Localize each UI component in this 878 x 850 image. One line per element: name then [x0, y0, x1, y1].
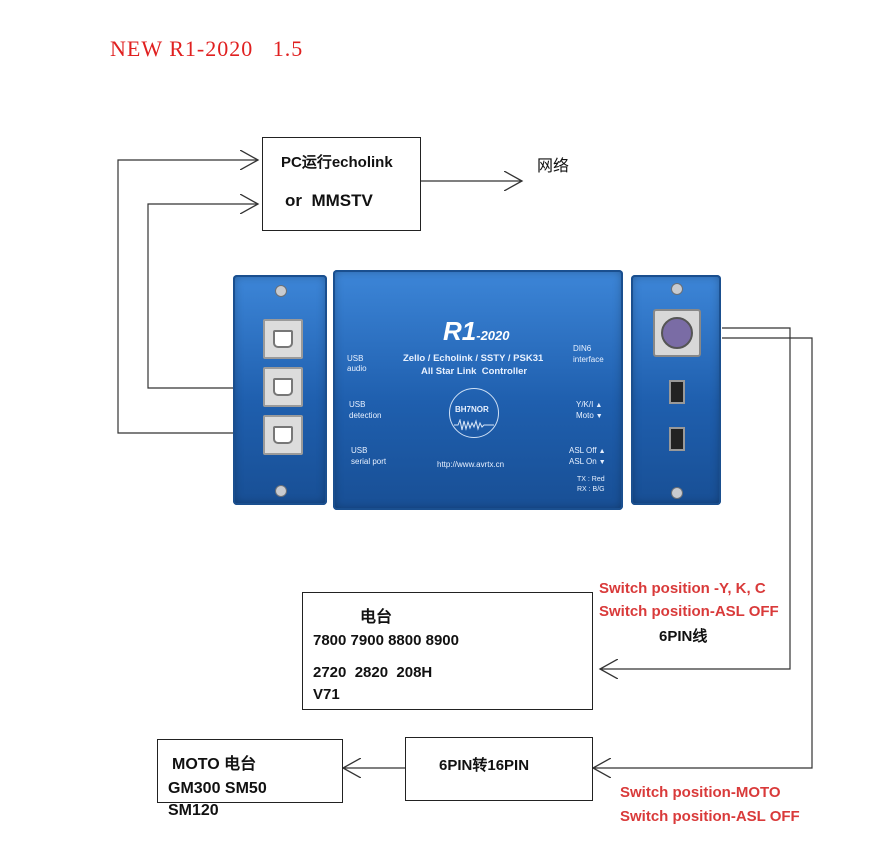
device-main-panel: R1-2020 Zello / Echolink / SSTY / PSK31 … [333, 270, 623, 510]
converter-box-label: 6PIN转16PIN [439, 757, 530, 774]
converter-box: 6PIN转16PIN [405, 737, 593, 801]
label-switch1-2: Moto▼ [576, 411, 603, 420]
pc-box-line2: or MMSTV [285, 191, 373, 210]
device-subtitle2: All Star Link Controller [421, 366, 528, 377]
pc-box-line1: PC运行echolink [281, 154, 393, 171]
label-switch2-2: ASL On▼ [569, 457, 606, 466]
din6-connector [653, 309, 701, 357]
moto-box: MOTO 电台 GM300 SM50 [157, 739, 343, 803]
label-usb-detection-2: detection [349, 411, 382, 420]
usb-port-serial [263, 415, 303, 455]
radio-box-title: 电台 [360, 609, 393, 626]
usb-port-detection [263, 367, 303, 407]
device-url: http://www.avrtx.cn [437, 460, 505, 469]
moto-box-line3: SM120 [168, 802, 219, 819]
toggle-switch-2 [669, 427, 685, 451]
radio-box: 电台 7800 7900 8800 8900 2720 2820 208H V7… [302, 592, 593, 710]
label-switch2-1: ASL Off▲ [569, 446, 606, 455]
down-arrow-icon: ▼ [598, 459, 606, 466]
up-arrow-icon: ▲ [595, 402, 603, 409]
label-usb-audio-2: audio [347, 364, 367, 373]
switch-note2-line1: Switch position-MOTO [620, 784, 781, 801]
label-led-1: TX : Red [577, 476, 605, 483]
studio-badge: BH7NOR [449, 388, 499, 438]
label-usb-audio-1: USB [347, 354, 364, 363]
logo-suffix: -2020 [476, 328, 510, 343]
label-din-2: interface [573, 355, 604, 364]
toggle-switch-1 [669, 380, 685, 404]
device-subtitle1: Zello / Echolink / SSTY / PSK31 [403, 353, 544, 364]
logo: R1-2020 [443, 316, 510, 347]
radio-box-line1: 7800 7900 8800 8900 [313, 632, 459, 649]
moto-box-line1: MOTO 电台 [172, 756, 257, 773]
network-label: 网络 [537, 158, 570, 175]
waveform-icon [454, 419, 494, 431]
radio-box-line3: V71 [313, 686, 340, 703]
screw-icon [671, 283, 683, 295]
label-usb-detection-1: USB [349, 400, 366, 409]
switch-note1-line2: Switch position-ASL OFF [599, 603, 779, 620]
logo-main: R1 [443, 316, 477, 346]
up-arrow-icon: ▲ [598, 448, 606, 455]
page-title: NEW R1-2020 1.5 [110, 36, 304, 61]
label-usb-serial-1: USB [351, 446, 368, 455]
device-left-panel [233, 275, 327, 505]
screw-icon [671, 487, 683, 499]
badge-text: BH7NOR [455, 405, 489, 414]
screw-icon [275, 285, 287, 297]
radio-box-line2: 2720 2820 208H [313, 664, 433, 681]
switch-note1-line1: Switch position -Y, K, C [599, 580, 766, 597]
label-usb-serial-2: serial port [351, 457, 387, 466]
label-switch1-1: Y/K/I▲ [576, 400, 603, 409]
device-right-panel [631, 275, 721, 505]
label-led-2: RX : B/G [577, 486, 605, 493]
screw-icon [275, 485, 287, 497]
pc-box: PC运行echolink or MMSTV [262, 137, 421, 231]
label-din-1: DIN6 [573, 344, 592, 353]
moto-box-line2: GM300 SM50 [168, 780, 267, 797]
down-arrow-icon: ▼ [595, 413, 603, 420]
r1-device: R1-2020 Zello / Echolink / SSTY / PSK31 … [233, 270, 723, 510]
usb-port-audio [263, 319, 303, 359]
cable-label: 6PIN线 [659, 628, 708, 645]
switch-note2-line2: Switch position-ASL OFF [620, 808, 800, 825]
